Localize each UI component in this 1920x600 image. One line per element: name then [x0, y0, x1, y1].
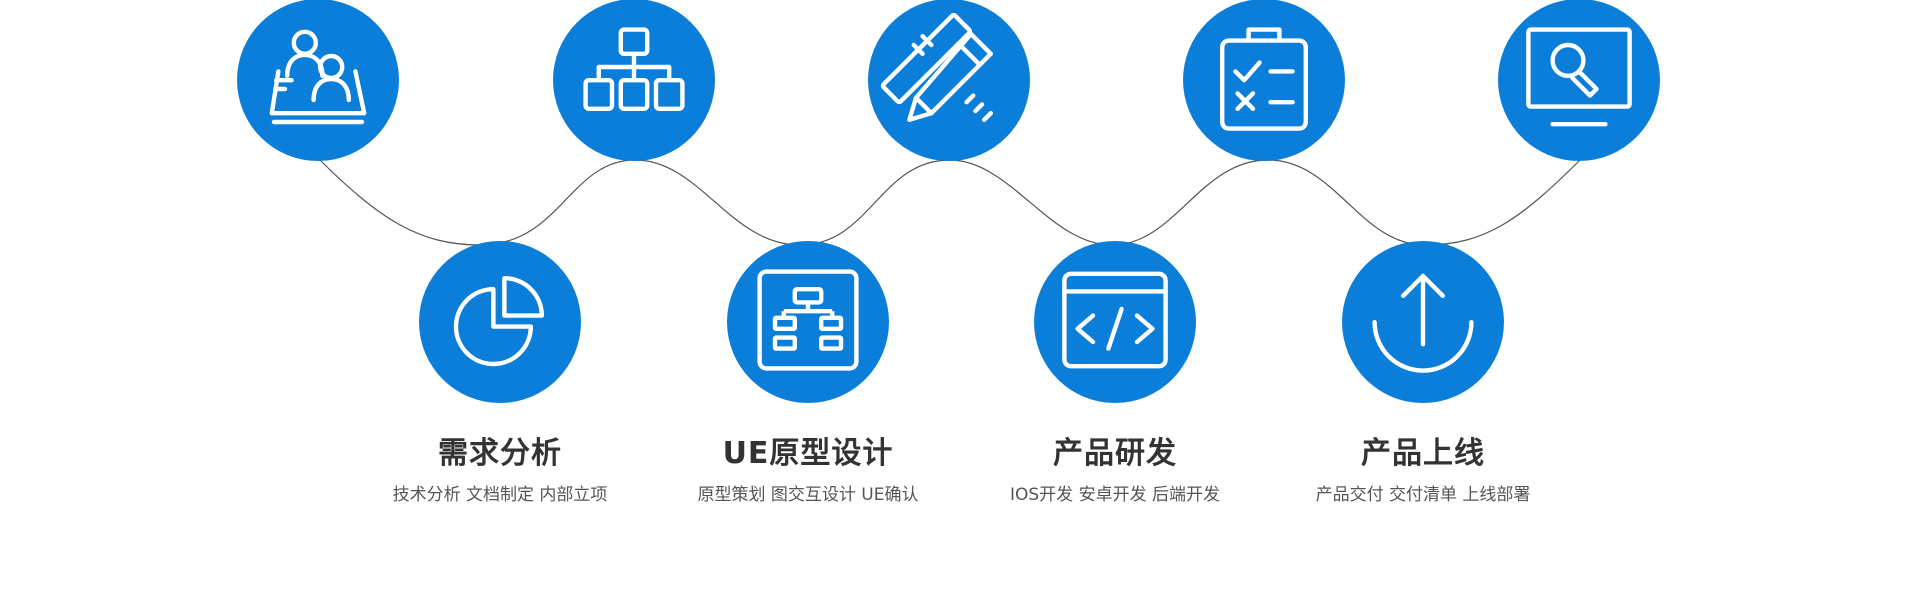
step-circle-2: [727, 241, 889, 403]
top-circle-4: [1183, 0, 1345, 161]
step-circle-1: [419, 241, 581, 403]
users-meeting-icon: [263, 23, 373, 137]
step-subtitle-4: 产品交付 交付清单 上线部署: [1315, 485, 1531, 505]
monitor-wrench-icon: [1524, 23, 1634, 137]
pie-chart-icon: [445, 265, 555, 379]
step-circle-4: [1342, 241, 1504, 403]
top-circle-2: [553, 0, 715, 161]
step-title-1: 需求分析: [438, 436, 562, 471]
upload-arrow-icon: [1368, 265, 1478, 379]
step-title-4: 产品上线: [1361, 436, 1485, 471]
org-chart-icon: [579, 23, 689, 137]
step-title-3: 产品研发: [1053, 436, 1177, 471]
step-subtitle-1: 技术分析 文档制定 内部立项: [392, 485, 608, 505]
top-circle-5: [1498, 0, 1660, 161]
pencil-ruler-icon: [880, 12, 1004, 137]
step-subtitle-2: 原型策划 图交互设计 UE确认: [697, 485, 919, 505]
top-circle-3: [868, 0, 1030, 161]
step-subtitle-3: IOS开发 安卓开发 后端开发: [1010, 485, 1220, 505]
sitemap-icon: [753, 265, 863, 379]
step-circle-3: [1034, 241, 1196, 403]
top-circle-1: [237, 0, 399, 161]
step-title-2: UE原型设计: [722, 436, 894, 471]
checklist-clipboard-icon: [1209, 23, 1319, 137]
code-window-icon: [1060, 265, 1170, 379]
